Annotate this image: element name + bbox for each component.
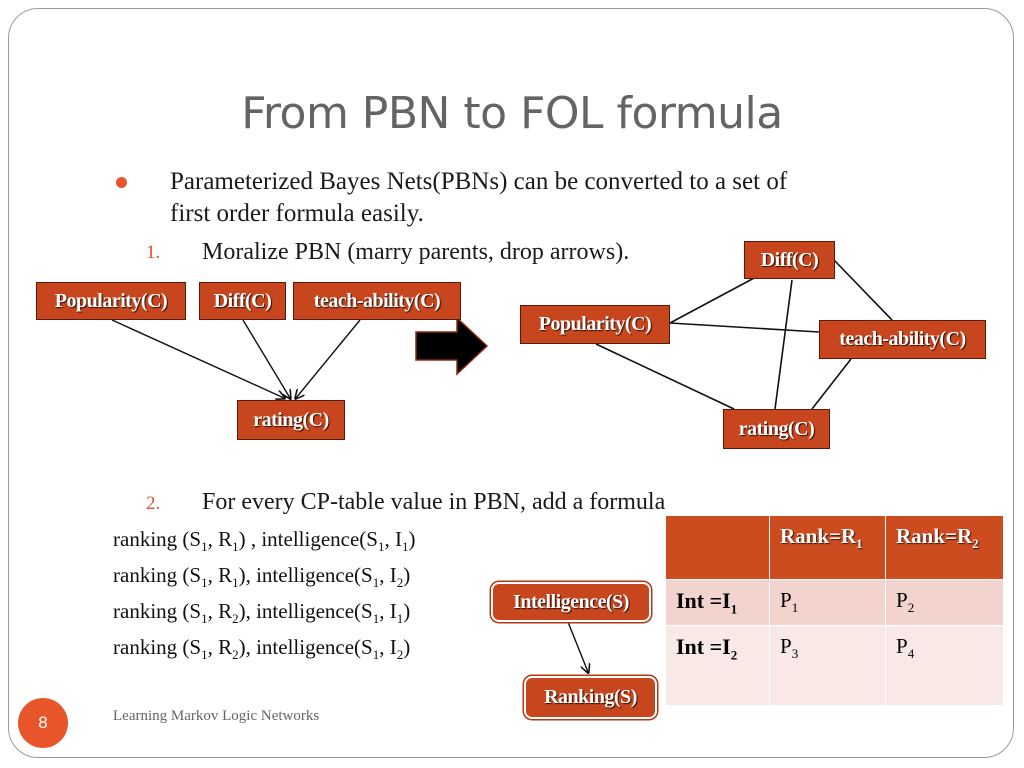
cp-table-cell: P1 bbox=[769, 578, 886, 627]
step-1-text: Moralize PBN (marry parents, drop arrows… bbox=[202, 239, 630, 265]
edge-teach-rating-r bbox=[811, 358, 852, 410]
node-diff-left: Diff(C) bbox=[199, 282, 286, 320]
node-popularity-left: Popularity(C) bbox=[36, 282, 186, 320]
cp-table-row-label: Int =I1 bbox=[665, 578, 770, 627]
node-diff-right: Diff(C) bbox=[744, 241, 835, 279]
block-arrow-icon bbox=[415, 316, 489, 376]
formula-3: ranking (S1, R2), intelligence(S1, I1) bbox=[113, 599, 411, 627]
node-rating-right: rating(C) bbox=[723, 409, 830, 449]
edge-popularity-rating bbox=[111, 319, 284, 398]
bullet-dot-icon bbox=[116, 177, 127, 188]
cp-table-header-row: Rank=R1 Rank=R2 bbox=[665, 515, 1004, 580]
cp-table: Rank=R1 Rank=R2 Int =I1 P1 P2 Int =I2 P3… bbox=[665, 515, 1004, 707]
formula-1: ranking (S1, R1) , intelligence(S1, I1) bbox=[113, 527, 416, 555]
cp-table-row-label: Int =I2 bbox=[665, 625, 770, 707]
slide-frame bbox=[8, 8, 1014, 758]
cp-table-header-r2: Rank=R2 bbox=[885, 515, 1004, 580]
footer-text: Learning Markov Logic Networks bbox=[113, 708, 320, 724]
cp-table-corner-cell bbox=[665, 515, 770, 580]
bullet-line-1: Parameterized Bayes Nets(PBNs) can be co… bbox=[170, 168, 788, 195]
step-1-number: 1. bbox=[146, 242, 161, 263]
formula-2: ranking (S1, R1), intelligence(S1, I2) bbox=[113, 563, 411, 591]
edge-popularity-rating-r bbox=[595, 343, 735, 410]
table-row: Int =I2 P3 P4 bbox=[665, 625, 1004, 707]
step-2-number: 2. bbox=[146, 493, 161, 514]
cp-table-cell: P2 bbox=[885, 578, 1004, 627]
edge-diff-rating bbox=[242, 319, 290, 398]
cp-table-cell: P4 bbox=[885, 625, 1004, 707]
cp-table-cell: P3 bbox=[769, 625, 886, 707]
edge-diff-rating-r bbox=[774, 279, 793, 410]
step-2-text: For every CP-table value in PBN, add a f… bbox=[202, 489, 666, 515]
node-intelligence: Intelligence(S) bbox=[491, 582, 651, 622]
node-ranking: Ranking(S) bbox=[524, 676, 657, 719]
node-teach-right: teach-ability(C) bbox=[819, 320, 986, 359]
node-teach-left: teach-ability(C) bbox=[293, 282, 461, 320]
cp-table-header-r1: Rank=R1 bbox=[769, 515, 886, 580]
formula-4: ranking (S1, R2), intelligence(S1, I2) bbox=[113, 635, 411, 663]
edge-teach-rating bbox=[296, 319, 361, 398]
edge-diff-popularity bbox=[669, 276, 757, 324]
node-rating-left: rating(C) bbox=[237, 400, 345, 440]
node-popularity-right: Popularity(C) bbox=[520, 305, 670, 344]
page-number: 8 bbox=[18, 698, 68, 748]
slide-title: From PBN to FOL formula bbox=[241, 88, 783, 139]
edge-intelligence-ranking bbox=[567, 621, 588, 672]
table-row: Int =I1 P1 P2 bbox=[665, 578, 1004, 627]
bullet-line-2: first order formula easily. bbox=[170, 200, 424, 227]
edge-popularity-teach bbox=[669, 322, 820, 333]
edge-diff-teach bbox=[833, 259, 893, 321]
